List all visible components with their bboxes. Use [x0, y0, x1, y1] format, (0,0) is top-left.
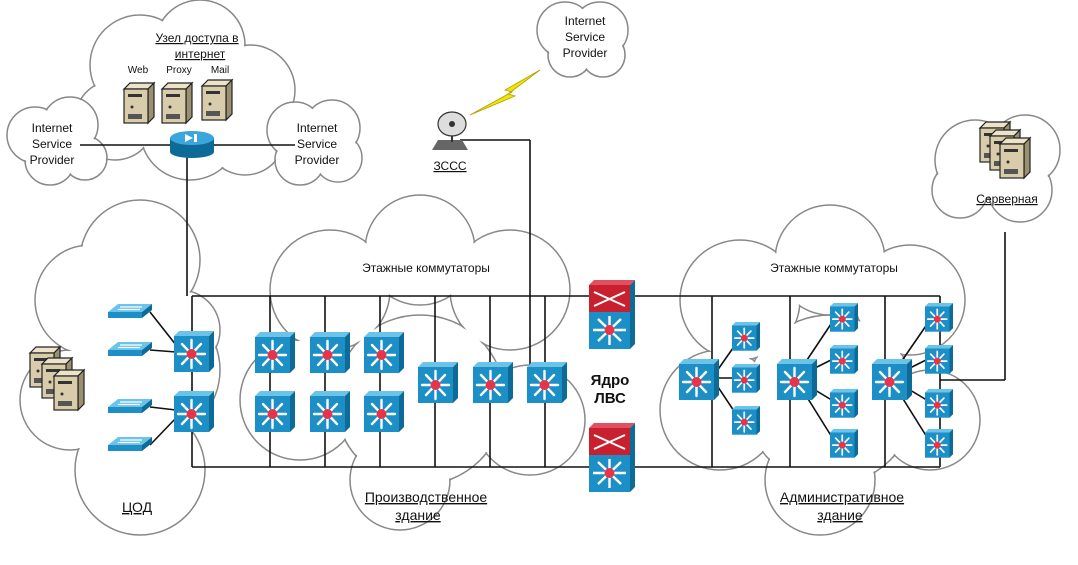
- server-label-web: Web: [128, 65, 149, 76]
- satellite-dish-icon: [432, 111, 468, 150]
- isp-left-label: Internet Service Provider: [30, 121, 75, 167]
- floor-switch-icon: [308, 389, 352, 434]
- cloud-isp-top: [536, 1, 629, 78]
- floor-switch-icon: [308, 330, 352, 375]
- floor-switch-icon: [416, 360, 460, 405]
- production-name-1: Производственное: [365, 489, 488, 505]
- svg-text:Provider: Provider: [563, 46, 608, 60]
- admin-name-2: здание: [817, 507, 863, 523]
- isp-top-label: Internet Service Provider: [563, 14, 608, 60]
- router-icon: [170, 131, 214, 158]
- mail-server-icon: [201, 79, 233, 121]
- dc-switch-icon: [172, 389, 216, 434]
- proxy-server-icon: [161, 82, 193, 124]
- lightning-bolt-icon: [469, 69, 541, 116]
- isp-right-label: Internet Service Provider: [295, 121, 340, 167]
- svg-text:Internet: Internet: [32, 121, 73, 135]
- production-name-2: здание: [395, 507, 441, 523]
- production-floor-switches-label: Этажные коммутаторы: [362, 261, 490, 275]
- server-label-mail: Mail: [211, 65, 229, 76]
- core-switch-icon: [587, 421, 637, 494]
- core-label-2: ЛВС: [594, 390, 626, 407]
- admin-name-1: Административное: [780, 489, 904, 505]
- floor-switch-icon: [253, 330, 297, 375]
- core-label-1: Ядро: [591, 372, 630, 389]
- svg-text:Service: Service: [32, 137, 72, 151]
- dc-switch-icon: [172, 329, 216, 374]
- floor-switch-icon: [362, 389, 406, 434]
- svg-text:Service: Service: [297, 137, 337, 151]
- server-room-server-icon-3: [999, 137, 1031, 179]
- distribution-switch-icon: [775, 357, 819, 402]
- core-switch-icon: [587, 278, 637, 351]
- distribution-switch-icon: [870, 357, 914, 402]
- svg-text:Provider: Provider: [295, 153, 340, 167]
- server-label-proxy: Proxy: [166, 65, 192, 76]
- dc-server-icon-3: [53, 369, 85, 411]
- svg-text:Internet: Internet: [297, 121, 338, 135]
- distribution-switch-icon: [677, 357, 721, 402]
- links: [80, 139, 1006, 468]
- svg-text:Provider: Provider: [30, 153, 75, 167]
- cloud-isp-left: [6, 96, 108, 186]
- internet-node-title-2: интернет: [175, 47, 226, 61]
- admin-floor-switches-label: Этажные коммутаторы: [770, 261, 898, 275]
- satellite-label: ЗССС: [433, 159, 466, 173]
- datacenter-label: ЦОД: [122, 499, 153, 515]
- server-room-label: Серверная: [976, 192, 1037, 206]
- svg-text:Service: Service: [565, 30, 605, 44]
- svg-text:Internet: Internet: [565, 14, 606, 28]
- floor-switch-icon: [471, 360, 515, 405]
- internet-node-title-1: Узел доступа в: [155, 31, 238, 45]
- floor-switch-icon: [362, 330, 406, 375]
- web-server-icon: [123, 82, 155, 124]
- floor-switch-icon: [253, 389, 297, 434]
- cloud-isp-right: [266, 99, 363, 186]
- floor-switch-icon: [525, 360, 569, 405]
